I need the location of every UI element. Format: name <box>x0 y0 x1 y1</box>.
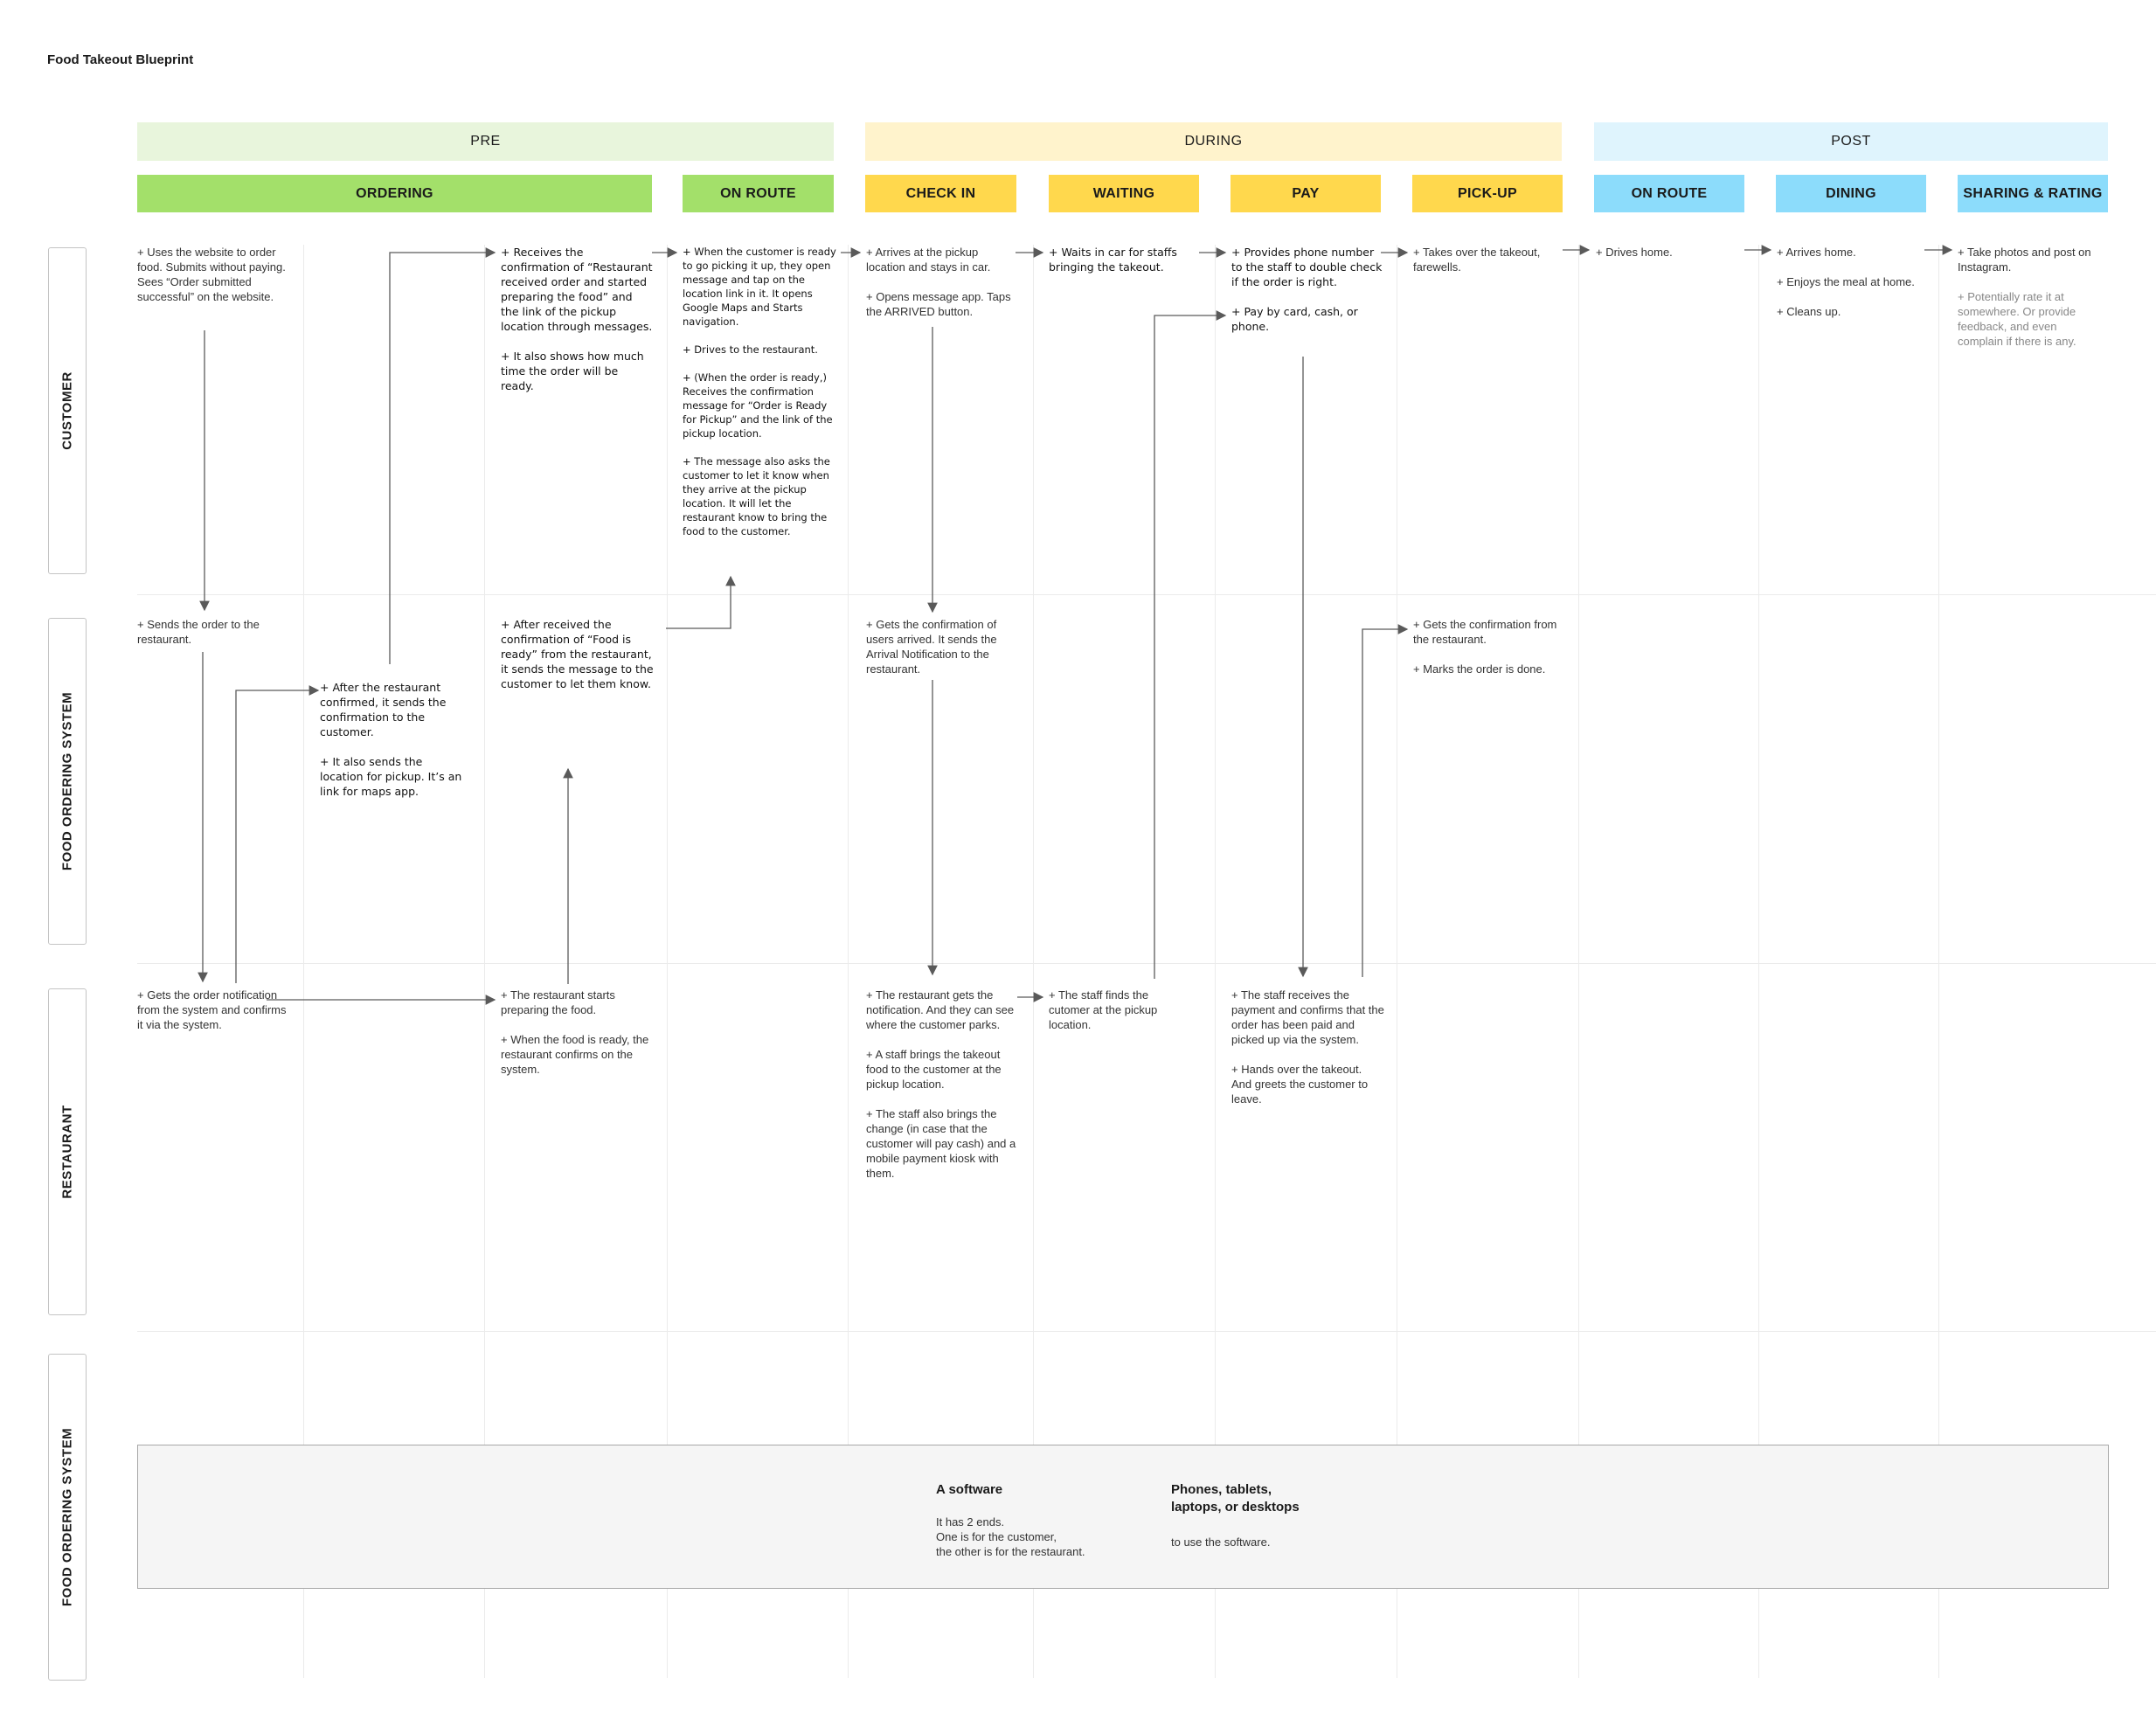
stage-dining: DINING <box>1776 175 1926 212</box>
system-sends-order-note: + Sends the order to the restaurant. <box>137 618 260 646</box>
software-title: A software <box>936 1482 1003 1497</box>
column-divider <box>1578 245 1579 1678</box>
lane-divider <box>137 1331 2156 1332</box>
lane-restaurant: RESTAURANT <box>48 988 87 1315</box>
column-divider <box>1758 245 1759 1678</box>
stage-waiting: WAITING <box>1049 175 1199 212</box>
column-divider <box>848 245 849 1678</box>
customer-confirmation-note: + Receives the confirmation of “Restaura… <box>501 246 653 392</box>
software-description: It has 2 ends. One is for the customer, … <box>936 1515 1085 1558</box>
lane-food-ordering-system: FOOD ORDERING SYSTEM <box>48 618 87 945</box>
arrow-restaurant-to-system-confirm <box>235 685 320 983</box>
arrow-restaurant-to-system-pickup <box>1362 624 1409 977</box>
lane-divider <box>137 963 2156 964</box>
stage-on-route-pre: ON ROUTE <box>683 175 834 212</box>
lane-label: CUSTOMER <box>59 371 75 450</box>
lane-infrastructure: FOOD ORDERING SYSTEM <box>48 1354 87 1681</box>
customer-rating-note: + Potentially rate it at somewhere. Or p… <box>1958 290 2076 348</box>
system-food-ready-note: + After received the confirmation of “Fo… <box>501 618 654 690</box>
stage-label: SHARING & RATING <box>1963 185 2103 201</box>
customer-on-route-note: + When the customer is ready to go picki… <box>683 246 836 537</box>
stage-ordering: ORDERING <box>137 175 652 212</box>
customer-waiting-note: + Waits in car for staffs bringing the t… <box>1049 246 1177 274</box>
customer-pick-up-note: + Takes over the takeout, farewells. <box>1413 246 1541 274</box>
stage-label: ON ROUTE <box>720 185 796 201</box>
stage-pay: PAY <box>1231 175 1381 212</box>
stage-on-route-post: ON ROUTE <box>1594 175 1744 212</box>
system-after-confirmed-note: + After the restaurant confirmed, it sen… <box>320 681 462 798</box>
stage-label: ORDERING <box>356 185 433 201</box>
customer-sharing-note: + Take photos and post on Instagram. <box>1958 246 2091 274</box>
lane-label: FOOD ORDERING SYSTEM <box>59 691 75 871</box>
system-users-arrived-note: + Gets the confirmation of users arrived… <box>866 618 997 676</box>
devices-description: to use the software. <box>1171 1535 1271 1549</box>
stage-label: CHECK IN <box>905 185 976 201</box>
phase-label: POST <box>1831 134 1871 149</box>
devices-title: Phones, tablets, laptops, or desktops <box>1171 1482 1300 1515</box>
restaurant-pay-note: + The staff receives the payment and con… <box>1231 988 1384 1106</box>
stage-label: PAY <box>1292 185 1320 201</box>
stage-label: ON ROUTE <box>1631 185 1708 201</box>
column-divider <box>1033 245 1034 1678</box>
phase-pre: PRE <box>137 122 834 161</box>
arrow-system-to-on-route <box>666 575 736 629</box>
stage-label: DINING <box>1826 185 1876 201</box>
stage-label: WAITING <box>1092 185 1155 201</box>
stage-pick-up: PICK-UP <box>1412 175 1563 212</box>
system-pick-up-note: + Gets the confirmation from the restaur… <box>1413 618 1557 676</box>
restaurant-check-in-note: + The restaurant gets the notification. … <box>866 988 1016 1180</box>
column-divider <box>484 245 485 1678</box>
stage-check-in: CHECK IN <box>865 175 1016 212</box>
lane-customer: CUSTOMER <box>48 247 87 574</box>
customer-check-in-note: + Arrives at the pickup location and sta… <box>866 246 1011 318</box>
stage-label: PICK-UP <box>1458 185 1517 201</box>
restaurant-order-notification-note: + Gets the order notification from the s… <box>137 988 287 1031</box>
customer-drives-home-note: + Drives home. <box>1596 246 1673 259</box>
page-title: Food Takeout Blueprint <box>47 52 194 67</box>
customer-pay-note: + Provides phone number to the staff to … <box>1231 246 1383 333</box>
column-divider <box>667 245 668 1678</box>
column-divider <box>1938 245 1939 1678</box>
lane-label: FOOD ORDERING SYSTEM <box>59 1427 75 1607</box>
phase-during: DURING <box>865 122 1562 161</box>
restaurant-waiting-note: + The staff finds the cutomer at the pic… <box>1049 988 1158 1031</box>
stage-sharing-rating: SHARING & RATING <box>1958 175 2108 212</box>
customer-dining-note: + Arrives home. + Enjoys the meal at hom… <box>1777 246 1915 318</box>
infrastructure-box <box>137 1445 2109 1589</box>
restaurant-preparing-note: + The restaurant starts preparing the fo… <box>501 988 649 1076</box>
lane-divider <box>137 594 2156 595</box>
arrow-system-to-customer-confirm <box>389 247 496 664</box>
lane-label: RESTAURANT <box>59 1105 75 1199</box>
customer-ordering-note: + Uses the website to order food. Submit… <box>137 246 286 303</box>
phase-post: POST <box>1594 122 2108 161</box>
phase-label: PRE <box>470 134 501 149</box>
phase-label: DURING <box>1184 134 1243 149</box>
